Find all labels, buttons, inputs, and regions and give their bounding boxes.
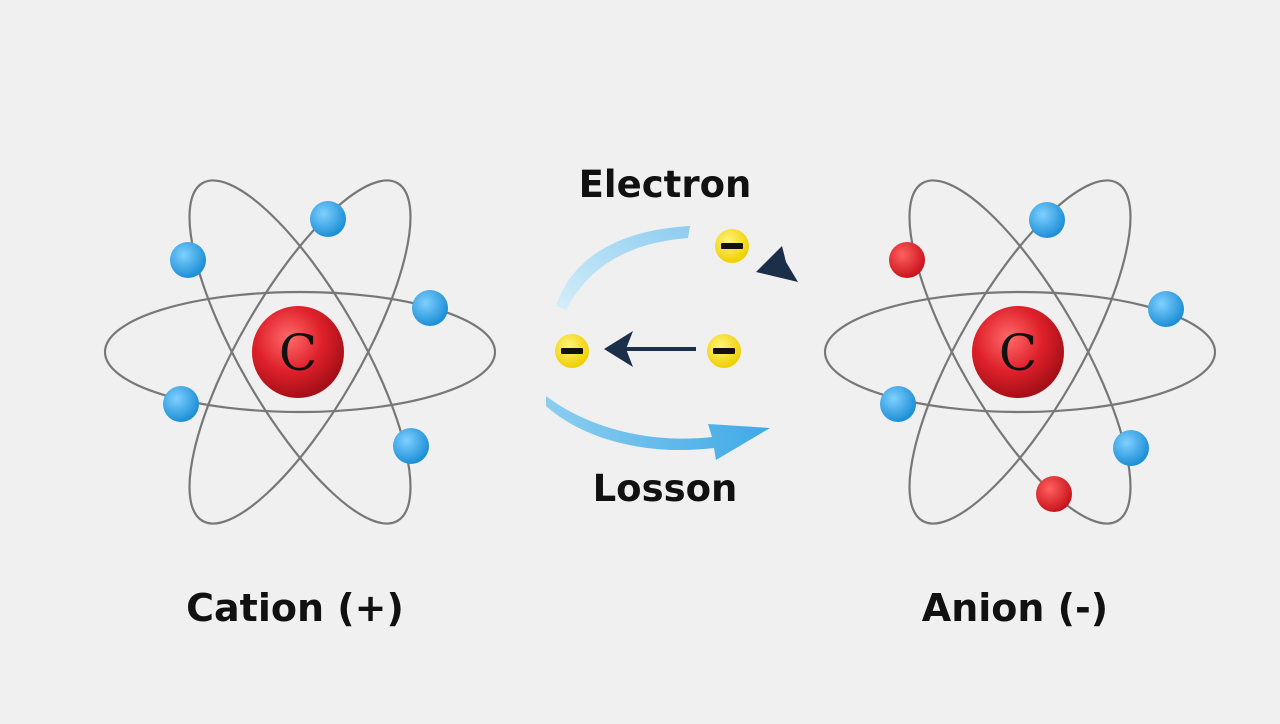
cation-atom: C (103, 179, 497, 525)
anion-electrons (880, 202, 1184, 512)
anion-orbit-tilt-left (908, 179, 1132, 525)
losson-label: Losson (592, 467, 738, 510)
transfer-electrons (555, 229, 749, 368)
cation-electron (310, 201, 346, 237)
small-arrowhead-icon (756, 246, 798, 282)
anion-electron (1113, 430, 1149, 466)
anion-electron (880, 386, 916, 422)
transfer-electron-right (707, 334, 741, 368)
cation-orbit-tilt-left (188, 179, 412, 525)
anion-label: Anion (-) (921, 586, 1109, 630)
cation-electron (412, 290, 448, 326)
minus-sign-icon (713, 348, 735, 354)
top-arc-arrow (556, 226, 690, 310)
electron-label: Electron (578, 163, 752, 206)
cation-orbits (103, 179, 497, 525)
anion-nucleus (972, 306, 1064, 398)
transfer-arrows (546, 226, 798, 460)
minus-sign-icon (721, 243, 743, 249)
cation-orbit-horizontal (103, 290, 497, 414)
anion-extra-electron (1036, 476, 1072, 512)
cation-nucleus (252, 306, 344, 398)
cation-electrons (163, 201, 448, 464)
transfer-electron-top (715, 229, 749, 263)
transfer-electron-left (555, 334, 589, 368)
anion-electron (1148, 291, 1184, 327)
cation-label: Cation (+) (186, 586, 404, 630)
anion-orbit-tilt-right (908, 179, 1132, 525)
anion-nucleus-symbol: C (999, 324, 1037, 382)
cation-electron (163, 386, 199, 422)
cation-electron (393, 428, 429, 464)
anion-atom: C (823, 179, 1217, 525)
minus-sign-icon (561, 348, 583, 354)
bottom-curved-arrow (546, 396, 770, 460)
cation-nucleus-symbol: C (279, 324, 317, 382)
cation-electron (170, 242, 206, 278)
anion-orbit-horizontal (823, 290, 1217, 414)
anion-extra-electron (889, 242, 925, 278)
anion-orbits (823, 179, 1217, 525)
straight-arrow (604, 331, 696, 367)
anion-electron (1029, 202, 1065, 238)
straight-arrow-head-icon (604, 331, 633, 367)
cation-orbit-tilt-right (188, 179, 412, 525)
